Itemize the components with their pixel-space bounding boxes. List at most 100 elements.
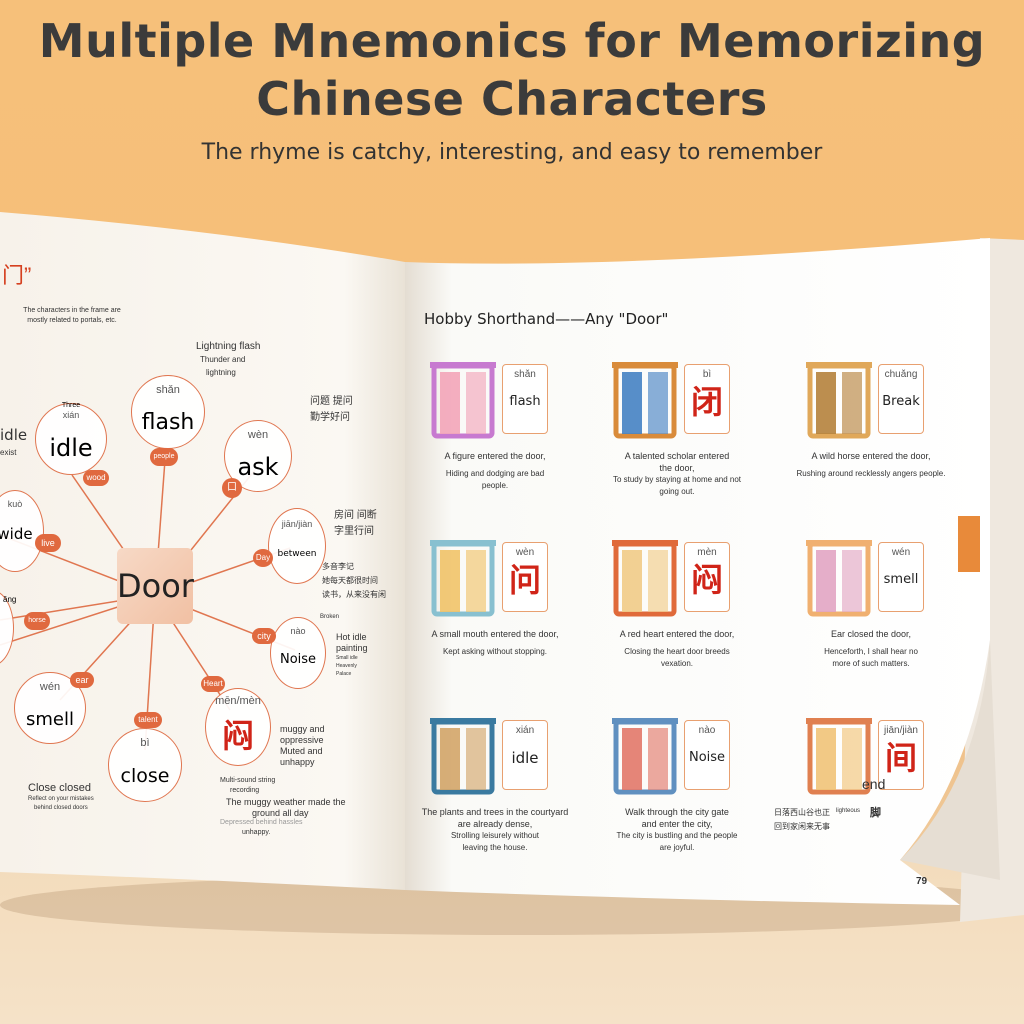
caption-line: going out.: [659, 487, 695, 496]
node-close: bì close: [108, 728, 182, 802]
note-noise-en: Hot idle painting Small idle Heavenly Pa…: [336, 632, 368, 678]
page-header: Multiple Mnemonics for Memorizing Chines…: [0, 12, 1024, 165]
character-card: wén smell: [878, 542, 924, 612]
node-idle: Three xián idle: [35, 402, 107, 475]
edge-label: idle: [0, 426, 28, 444]
card-caption: A figure entered the door, Hiding and dod…: [410, 450, 580, 492]
card-pinyin: nào: [698, 725, 716, 736]
node-pinyin: shǎn: [156, 384, 180, 396]
door-illustration: [430, 360, 496, 440]
card-character: flash: [509, 394, 541, 409]
card-pinyin: xián: [515, 725, 535, 736]
note-verse-cn: 多音李记 她每天都很时间 读书，从来没有闲: [322, 560, 386, 602]
door-icon: [806, 362, 872, 439]
note-muggy-en: muggy and oppressive Muted and unhappy: [280, 724, 325, 768]
card-character: 闭: [690, 383, 723, 421]
node-tag: city: [252, 628, 276, 644]
door-icon: [430, 362, 496, 439]
door-illustration: [612, 716, 678, 796]
caption-line: A red heart entered the door,: [619, 629, 735, 639]
card-pinyin: wén: [891, 547, 911, 558]
node-ask: wèn ask: [224, 420, 292, 492]
note-line: Hot idle: [336, 632, 367, 642]
node-tag: Day: [253, 549, 273, 567]
caption-line: Rushing around recklessly angers people.: [796, 469, 946, 478]
note-line: Palace: [336, 671, 352, 677]
note-line: 房间 间断: [334, 510, 377, 521]
node-tag: ear: [70, 672, 94, 688]
node-pinyin: nào: [290, 626, 306, 636]
door-illustration: [806, 716, 872, 796]
node-label: between: [277, 549, 317, 559]
door-icon: [806, 718, 872, 795]
note-broken: Broken: [320, 614, 340, 620]
caption-line: are already dense,: [457, 819, 533, 829]
caption-line: vexation.: [660, 659, 694, 668]
caption-line: Strolling leisurely without: [450, 831, 540, 840]
note-line: behind closed doors: [34, 805, 88, 811]
note-line: muggy and: [280, 724, 325, 734]
node-tag: Heart: [201, 676, 225, 692]
frame-note: The characters in the frame are mostly r…: [23, 306, 121, 326]
note-line: unhappy: [280, 757, 315, 767]
door-illustration: [430, 538, 496, 618]
caption-line: A figure entered the door,: [444, 451, 546, 461]
caption-line: A small mouth entered the door,: [431, 629, 559, 639]
note-line: unhappy.: [242, 829, 271, 836]
card-pinyin: bì: [702, 369, 712, 380]
node-tag: wood: [83, 470, 109, 486]
caption-line: Hiding and dodging are bad: [445, 469, 545, 478]
page-number: 79: [916, 876, 928, 887]
section-title: Hobby Shorthand——Any "Door": [424, 310, 669, 328]
note-line: 多音李记: [322, 562, 354, 571]
headline-line2: Chinese Characters: [256, 72, 768, 126]
card-character: 问: [508, 561, 541, 599]
note-line: 字里行间: [334, 526, 374, 537]
subheadline: The rhyme is catchy, interesting, and ea…: [201, 140, 823, 165]
caption-line: Closing the heart door breeds: [624, 647, 730, 656]
left-page: [0, 212, 405, 890]
note-line: 问题 提问: [310, 396, 353, 407]
node-tag: 口: [222, 478, 242, 498]
node-muggy: mēn/mèn 闷: [205, 688, 271, 766]
card-character: smell: [883, 572, 919, 587]
caption-line: are joyful.: [659, 843, 695, 852]
card-pinyin: jiān/jiàn: [884, 725, 918, 736]
note-line: 勤学好问: [310, 412, 350, 423]
last-card-sub: lighteous: [836, 808, 861, 814]
note-line: Multi-sound string: [220, 777, 276, 784]
node-sub: Three: [61, 402, 81, 409]
door-illustration: [430, 716, 496, 796]
node-pinyin: jiān/jiàn: [281, 519, 313, 529]
caption-line: and enter the city,: [641, 819, 713, 829]
caption-line: people.: [481, 481, 509, 490]
door-icon: [612, 362, 678, 439]
caption-line: A talented scholar entered: [624, 451, 730, 461]
note-line: The muggy weather made the: [226, 797, 346, 807]
node-pinyin: mēn/mèn: [215, 695, 261, 707]
caption-line: The city is bustling and the people: [616, 831, 738, 840]
caption-line: A wild horse entered the door,: [811, 451, 931, 461]
last-card-foot: 脚: [870, 806, 881, 819]
node-pinyin: bì: [140, 737, 150, 749]
card-pinyin: shǎn: [514, 369, 536, 380]
node-pinyin: wèn: [247, 429, 269, 441]
node-label: smell: [26, 709, 74, 730]
last-card-cn: 日落西山谷也正 回到家闲来无事: [774, 806, 830, 834]
note-line: Muted and: [280, 746, 323, 756]
note-between-cn: 房间 间断 字里行间: [334, 508, 377, 540]
note-line: Lightning flash: [196, 341, 261, 352]
caption-line: Ear closed the door,: [830, 629, 912, 639]
note-line: lightning: [206, 368, 236, 377]
character-card: shǎn flash: [502, 364, 548, 434]
left-corner-char: 门”: [2, 263, 32, 288]
card-caption: Ear closed the door,Henceforth, I shall …: [786, 628, 956, 670]
node-pinyin: ǎng: [3, 595, 17, 604]
node-pinyin: kuò: [7, 499, 23, 509]
